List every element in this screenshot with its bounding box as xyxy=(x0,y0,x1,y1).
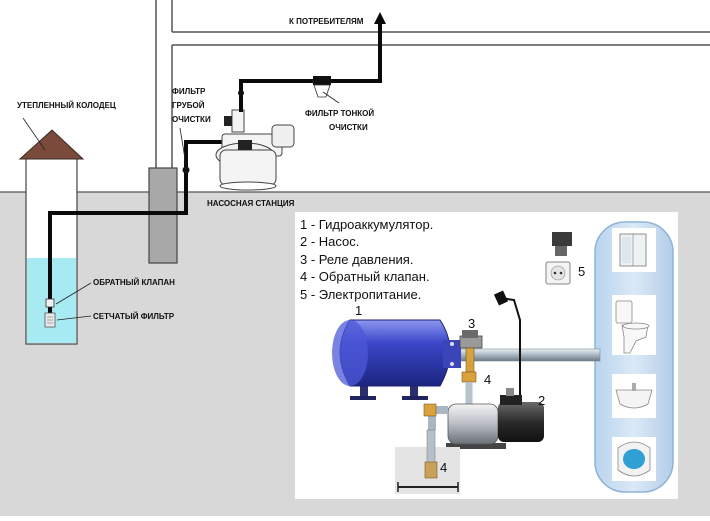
suction-line xyxy=(426,429,436,465)
arrow-up-icon xyxy=(374,12,386,24)
mesh-filter-label: СЕТЧАТЫЙ ФИЛЬТР xyxy=(93,312,175,321)
coarse-filter-label-1: ФИЛЬТР xyxy=(172,87,206,96)
pump-station-label: НАСОСНАЯ СТАНЦИЯ xyxy=(207,199,295,208)
coarse-filter-label-3: ОЧИСТКИ xyxy=(172,115,211,124)
valve-icon xyxy=(238,90,244,96)
legend-item-4: 4 - Обратный клапан. xyxy=(300,269,430,284)
legend-item-3: 3 - Реле давления. xyxy=(300,252,413,267)
fine-filter-leader xyxy=(322,91,340,104)
inlet-fitting xyxy=(423,403,437,417)
number-5: 5 xyxy=(578,264,585,279)
suction-pipe xyxy=(48,140,226,313)
power-box-icon xyxy=(552,232,572,256)
supply-pipe xyxy=(454,348,601,362)
check-valve-leader xyxy=(55,282,92,305)
pump-unit xyxy=(446,388,544,449)
well-label: УТЕПЛЕННЫЙ КОЛОДЕЦ xyxy=(17,101,116,110)
socket-icon xyxy=(545,261,571,285)
number-1: 1 xyxy=(355,303,362,318)
shower-icon xyxy=(619,233,647,267)
plug-icon xyxy=(493,290,509,306)
fine-filter-head xyxy=(313,76,331,85)
check-valve-icon xyxy=(45,298,55,308)
fine-filter-label-2: ОЧИСТКИ xyxy=(329,123,368,132)
toilet-icon xyxy=(615,300,650,354)
pump-station-top xyxy=(215,109,295,191)
output-pipe xyxy=(239,20,382,112)
check-valve-label: ОБРАТНЫЙ КЛАПАН xyxy=(93,278,175,287)
coarse-filter-label-2: ГРУБОЙ xyxy=(172,101,205,110)
legend-item-2: 2 - Насос. xyxy=(300,234,359,249)
legend-item-5: 5 - Электропитание. xyxy=(300,287,421,302)
number-4b: 4 xyxy=(440,460,447,475)
number-4a: 4 xyxy=(484,372,491,387)
well-leader xyxy=(22,117,46,151)
strainer-icon xyxy=(424,461,438,479)
number-3: 3 xyxy=(468,316,475,331)
well-roof xyxy=(18,129,85,160)
house-structure xyxy=(155,0,710,170)
pressure-relay-icon xyxy=(459,330,483,373)
sink-icon xyxy=(615,383,653,409)
consumers-label: К ПОТРЕБИТЕЛЯМ xyxy=(289,17,364,26)
mesh-filter-leader xyxy=(56,315,92,321)
fine-filter-label-1: ФИЛЬТР ТОНКОЙ xyxy=(305,109,374,118)
legend-item-1: 1 - Гидроаккумулятор. xyxy=(300,217,433,232)
foundation xyxy=(148,167,178,264)
hydraulic-tank xyxy=(332,319,461,400)
check-valve-fitting xyxy=(461,371,477,383)
water-heater-icon xyxy=(617,441,651,477)
coarse-filter-leader xyxy=(179,127,187,166)
coarse-filter-icon xyxy=(182,166,190,174)
number-2: 2 xyxy=(538,393,545,408)
